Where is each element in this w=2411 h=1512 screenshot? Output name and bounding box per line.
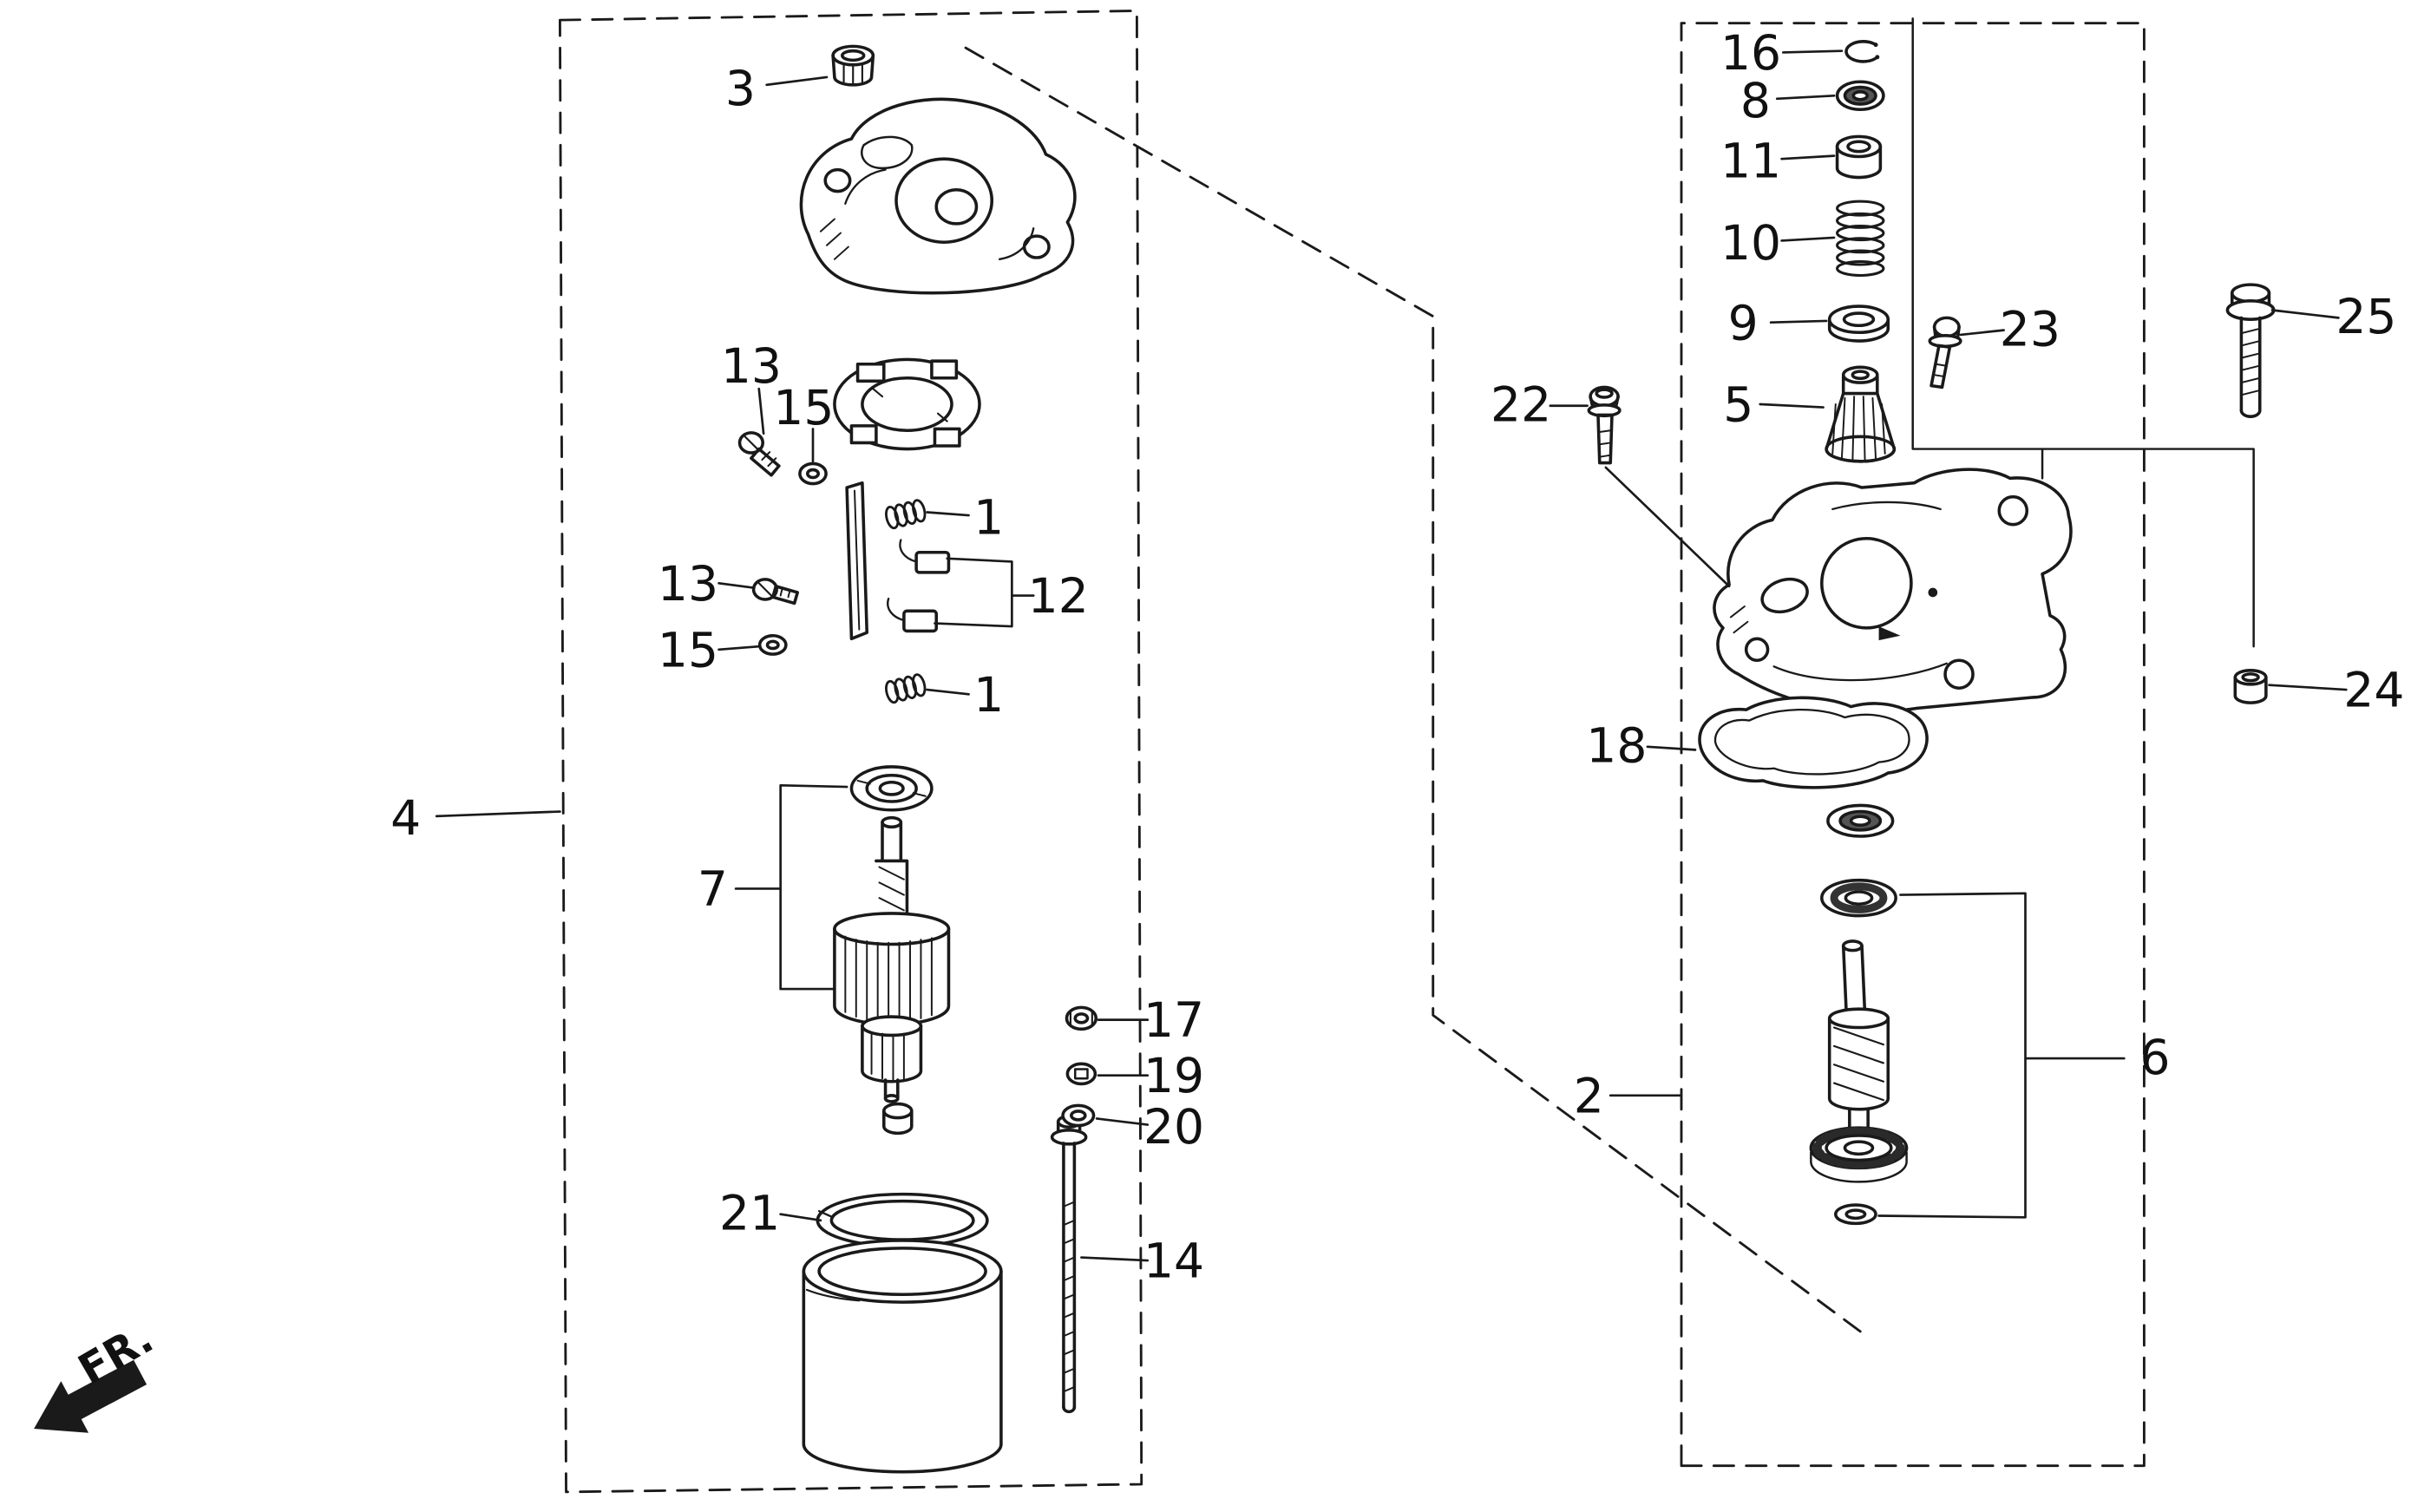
part-label-20: 20 (1143, 1099, 1204, 1155)
part-17-nut (1065, 1005, 1098, 1031)
part-label-9: 9 (1728, 295, 1759, 350)
part-23-bolt (1928, 316, 1962, 389)
part-14-through-bolt (1050, 1115, 1088, 1414)
part-brush-holder (833, 357, 981, 451)
part-20-washer (1061, 1103, 1096, 1128)
part-13-screw-lower (751, 578, 799, 605)
part-21-snap-ring (816, 1192, 989, 1248)
part-25-flange-bolt (2225, 283, 2276, 418)
part-label-8: 8 (1740, 73, 1771, 128)
part-number-labels: 3 13 15 1 12 13 15 1 4 7 17 19 20 21 14 … (390, 25, 2404, 1289)
part-6-gear-shaft (1809, 939, 1909, 1226)
part-10-spring (1836, 200, 1885, 277)
part-label-15-upper: 15 (773, 380, 834, 435)
part-24-bushing (2233, 669, 2268, 704)
part-label-14: 14 (1143, 1234, 1204, 1289)
part-9-seal-washer (1827, 304, 1890, 343)
part-label-6: 6 (2139, 1030, 2170, 1085)
part-label-7: 7 (698, 861, 728, 917)
part-label-11: 11 (1720, 134, 1781, 189)
part-label-1-upper: 1 (973, 489, 1004, 545)
part-label-21: 21 (719, 1186, 780, 1241)
part-ball-bearing (1820, 878, 1897, 918)
part-washer-bearing-upper (1826, 803, 1895, 838)
part-label-25: 25 (2336, 289, 2396, 344)
part-motor-housing (802, 1239, 1003, 1474)
part-label-12: 12 (1028, 568, 1089, 624)
part-label-1-lower: 1 (973, 667, 1004, 723)
part-spacer (882, 1102, 914, 1136)
part-label-3: 3 (725, 61, 756, 116)
part-label-19: 19 (1143, 1048, 1204, 1103)
fr-arrow-icon (34, 1359, 147, 1433)
part-1-brush-spring-upper (885, 499, 927, 530)
part-label-17: 17 (1143, 992, 1204, 1048)
part-label-22: 22 (1490, 377, 1551, 433)
part-label-13-lower: 13 (658, 556, 718, 612)
part-15-washer-upper (798, 461, 828, 486)
part-22-bolt (1587, 385, 1622, 465)
part-19-lock-washer (1065, 1062, 1097, 1086)
part-3-cap (831, 44, 875, 87)
part-label-15-lower: 15 (658, 622, 718, 677)
part-11-bushing (1835, 134, 1883, 180)
boundary-dashed-borders (558, 10, 2146, 1494)
part-label-10: 10 (1720, 215, 1781, 271)
part-7-armature (833, 815, 951, 1103)
part-16-circlip (1844, 40, 1880, 63)
part-label-13-upper: 13 (721, 338, 782, 394)
fr-direction-marker: FR. (34, 1314, 161, 1433)
part-7-bearing (849, 765, 934, 812)
part-brush-plate (845, 481, 869, 641)
part-8-grommet (1835, 80, 1885, 112)
part-15-washer-lower (757, 633, 788, 656)
leader-lines (435, 49, 2348, 1262)
part-end-cover (799, 97, 1077, 295)
part-label-18: 18 (1586, 718, 1647, 774)
part-13-screw-upper (737, 431, 781, 477)
part-label-4: 4 (390, 790, 421, 846)
part-label-23: 23 (2000, 301, 2060, 357)
part-label-16: 16 (1720, 25, 1781, 81)
part-label-5: 5 (1723, 377, 1753, 433)
part-label-24: 24 (2343, 663, 2404, 718)
part-12-brush-set (887, 539, 951, 633)
part-1-brush-spring-lower (885, 673, 927, 704)
sub-assembly-frame-lines (1911, 17, 2255, 648)
part-5-pinion-gear (1825, 365, 1897, 463)
part-18-gasket (1698, 696, 1929, 789)
part-label-2: 2 (1574, 1068, 1604, 1123)
part-mount-bracket (1713, 468, 2073, 714)
